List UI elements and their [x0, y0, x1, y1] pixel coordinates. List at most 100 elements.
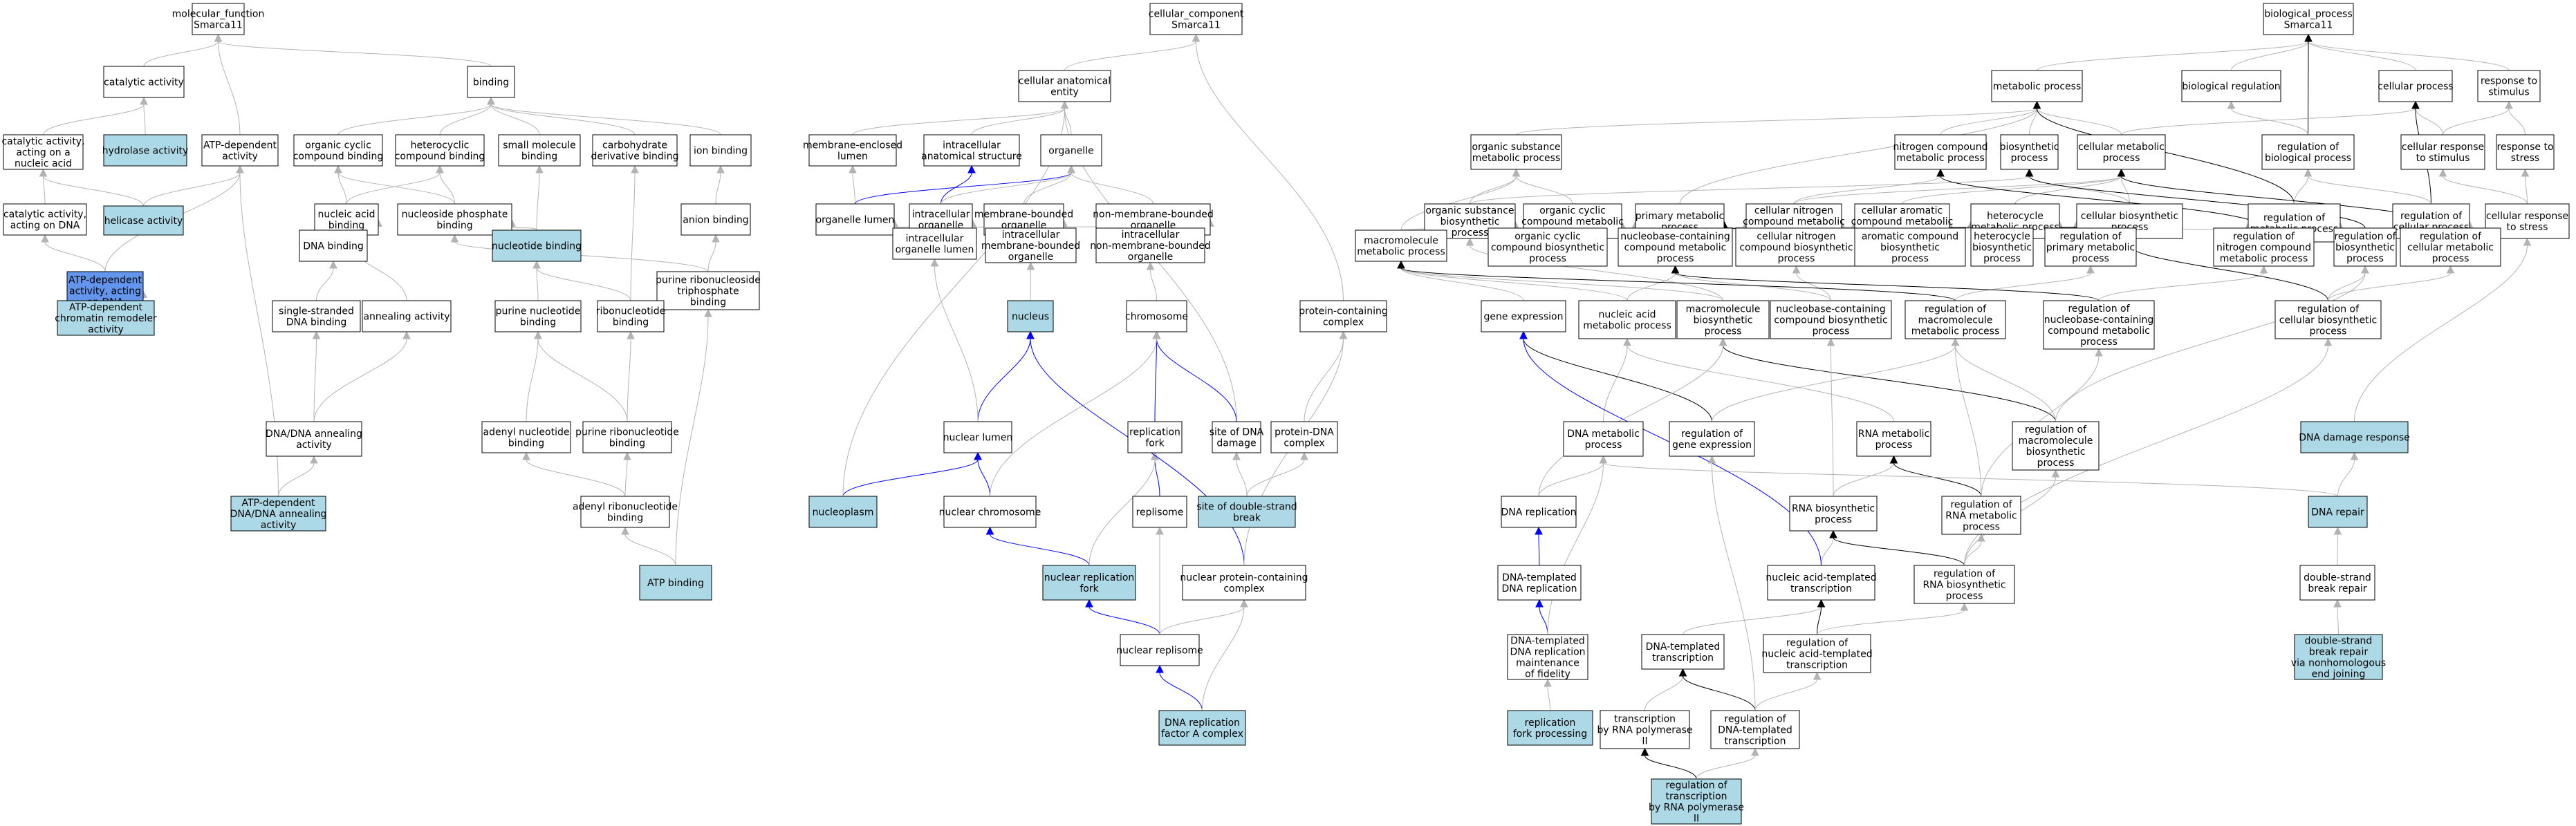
go-term-node-anion[interactable]: anion binding	[680, 203, 751, 236]
go-term-node-annealing[interactable]: annealing activity	[362, 300, 452, 332]
go-term-node-bio-reg[interactable]: biological regulation	[2181, 70, 2281, 102]
go-term-node-nuc-lumen[interactable]: nuclear lumen	[943, 421, 1013, 453]
go-term-node-nucleotide[interactable]: nucleotide binding	[492, 229, 582, 262]
go-term-node-met-proc[interactable]: metabolic process	[1991, 70, 2083, 102]
go-term-node-gene-expr[interactable]: gene expression	[1481, 300, 1566, 332]
go-term-node-hydrolase[interactable]: hydrolase activity	[102, 134, 189, 167]
go-term-node-nucleus[interactable]: nucleus	[1007, 300, 1054, 332]
go-term-node-nuc-replisome[interactable]: nuclear replisome	[1116, 634, 1203, 666]
go-term-node-ic-nmb-org[interactable]: intracellularnon-membrane-boundedorganel…	[1090, 227, 1211, 263]
go-term-node-binding[interactable]: binding	[467, 66, 515, 98]
go-term-node-ion-bind[interactable]: ion binding	[689, 134, 752, 167]
go-term-node-helicase[interactable]: helicase activity	[103, 205, 184, 236]
go-term-node-cell-proc[interactable]: cellular process	[2378, 70, 2454, 102]
go-term-node-chromosome[interactable]: chromosome	[1125, 300, 1188, 332]
go-term-node-replisome[interactable]: replisome	[1132, 496, 1187, 528]
go-term-node-reg-nb-met[interactable]: regulation ofnucleobase-containingcompou…	[2043, 300, 2155, 350]
go-term-node-nuc-chrom[interactable]: nuclear chromosome	[939, 496, 1041, 528]
go-term-node-organelle[interactable]: organelle	[1040, 134, 1102, 167]
go-term-node-dna-rep[interactable]: DNA replication	[1501, 496, 1577, 528]
go-term-node-dna-repair[interactable]: DNA repair	[2308, 496, 2368, 528]
go-term-node-dna-damage-resp[interactable]: DNA damage response	[2299, 421, 2410, 453]
go-term-node-reg-macromol-biosyn[interactable]: regulation ofmacromoleculebiosyntheticpr…	[2012, 421, 2100, 471]
go-term-node-nucleoplasm[interactable]: nucleoplasm	[808, 496, 878, 528]
go-term-node-atp-bind[interactable]: ATP binding	[639, 565, 712, 601]
go-term-node-dna-bind[interactable]: DNA binding	[299, 229, 368, 262]
go-term-node-org-lumen[interactable]: organelle lumen	[815, 203, 895, 236]
go-term-node-catalytic[interactable]: catalytic activity	[103, 66, 185, 98]
